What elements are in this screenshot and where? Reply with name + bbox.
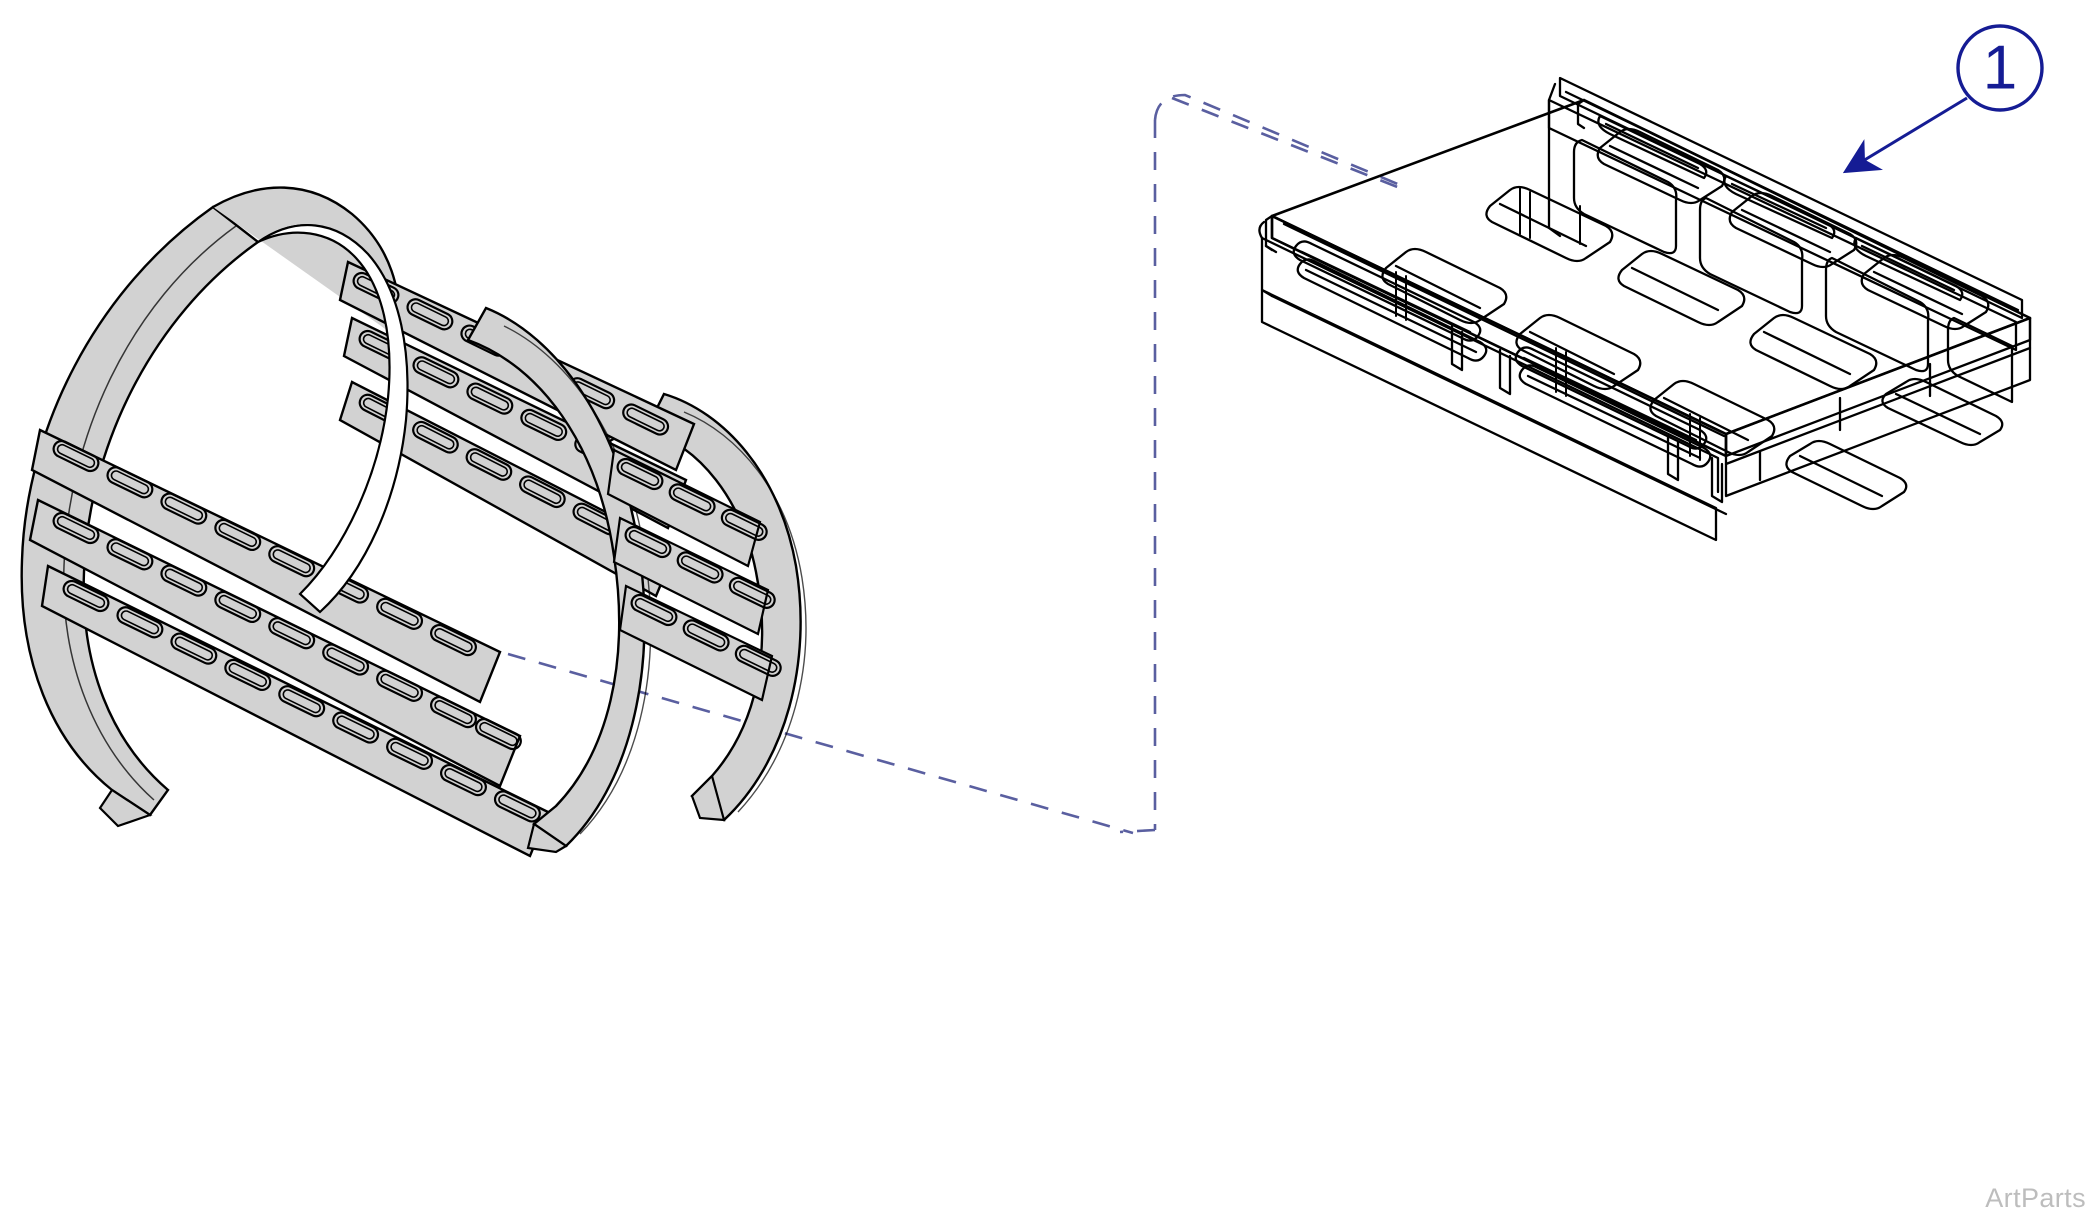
tray-back-flange (1547, 76, 2024, 404)
cradle-mouth-opening (257, 224, 409, 614)
cradle-rail-5 (28, 498, 525, 788)
cradle-rear-rails (606, 448, 785, 702)
cradle-rail-6 (40, 564, 550, 858)
explode-centerline (507, 93, 1401, 835)
tray-openings-row-3 (1381, 247, 1908, 511)
tray-deck (1270, 98, 2032, 511)
callout-1-leader (1842, 96, 1968, 174)
callout-1-label: 1 (1983, 34, 2017, 103)
artparts-watermark: ArtParts (1985, 1183, 2086, 1213)
tray-divider-posts (1395, 187, 1701, 461)
tray-front-rail (1258, 214, 1728, 542)
callout-1-circle[interactable] (1956, 24, 2044, 112)
part-flat-tray (1258, 76, 2032, 542)
tray-right-end-wall (1724, 316, 2032, 498)
tray-openings-row-1 (1596, 127, 1990, 331)
tray-left-end-wall (1264, 98, 1586, 254)
callout-1[interactable]: 1 (1842, 24, 2044, 174)
part-cylindrical-cradle (20, 186, 807, 858)
